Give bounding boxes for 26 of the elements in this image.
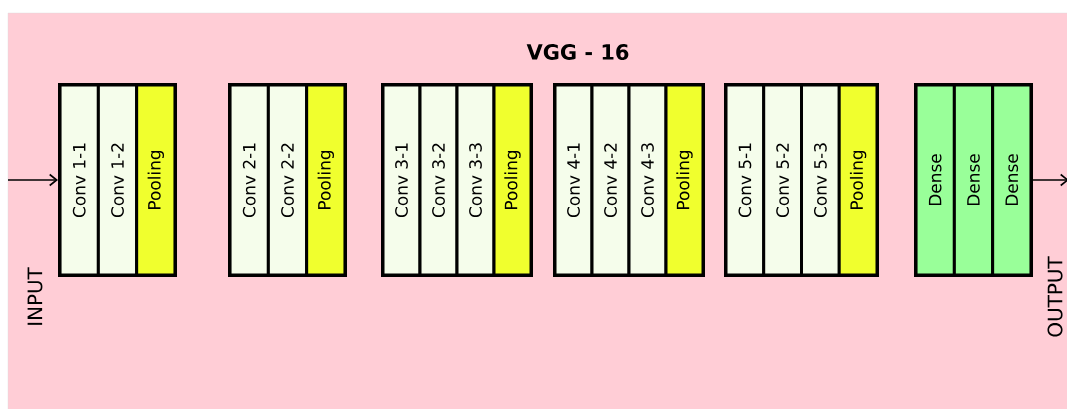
side-label: OUTPUT [1047,256,1063,337]
layer-cell: Conv 3-3 [455,83,496,277]
layer-cell: Conv 1-1 [58,83,100,277]
arrow [7,173,58,187]
layer-cell: Conv 2-2 [266,83,309,277]
layer-cell: Conv 5-3 [800,83,841,277]
layer-cell: Conv 3-2 [418,83,459,277]
layer-cell: Pooling [837,83,879,277]
layer-cell: Conv 5-1 [724,83,766,277]
layer-cell: Dense [991,83,1033,277]
layer-cell: Conv 4-2 [590,83,631,277]
layer-cell: Conv 4-1 [553,83,594,277]
layer-cell: Pooling [135,83,177,277]
title: VGG - 16 [526,44,629,60]
layer-cell: Dense [952,83,995,277]
layer-cell: Conv 3-1 [381,83,422,277]
layer-cell: Pooling [305,83,347,277]
layer-cell: Conv 5-2 [762,83,803,277]
layer-cell: Dense [914,83,956,277]
layer-cell: Conv 1-2 [96,83,139,277]
side-label: INPUT [27,267,43,325]
layer-cell: Pooling [664,83,705,277]
arrow [1032,173,1067,187]
layer-cell: Conv 2-1 [228,83,270,277]
layer-cell: Pooling [492,83,533,277]
layer-cell: Conv 4-3 [627,83,668,277]
